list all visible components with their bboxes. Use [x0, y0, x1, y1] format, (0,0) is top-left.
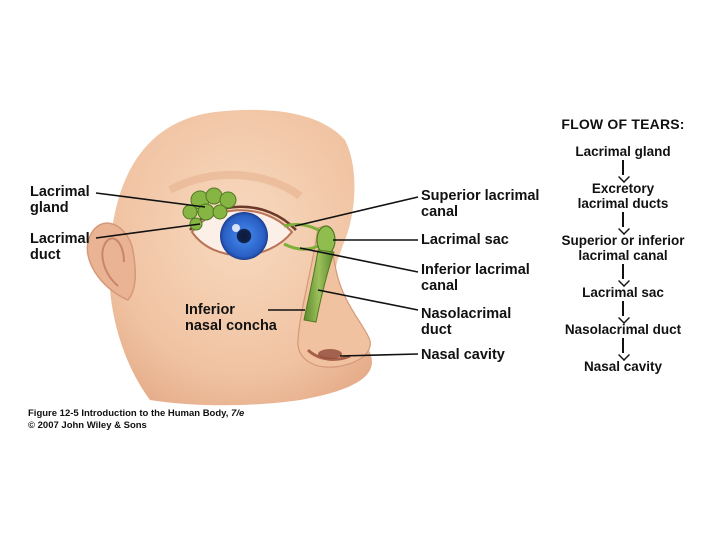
label-lacrimal-gland: Lacrimal gland — [30, 184, 90, 216]
down-arrow-icon — [616, 159, 630, 181]
label-lacrimal-sac: Lacrimal sac — [421, 232, 509, 248]
label-lacrimal-duct: Lacrimal duct — [30, 231, 90, 263]
down-arrow-icon — [616, 300, 630, 322]
flow-step-2: Excretory lacrimal ducts — [577, 181, 669, 211]
caption-copyright: © 2007 John Wiley & Sons — [28, 420, 147, 431]
flow-title: FLOW OF TEARS: — [561, 116, 685, 132]
figure-caption: Figure 12-5 Introduction to the Human Bo… — [28, 408, 244, 432]
ear — [86, 222, 136, 301]
lacrimal-gland-shape — [182, 187, 237, 231]
flow-step-4: Lacrimal sac — [582, 285, 664, 300]
label-inferior-nasal-concha: Inferior nasal concha — [185, 302, 277, 334]
flow-step-5: Nasolacrimal duct — [564, 322, 682, 337]
flow-step-3: Superior or inferior lacrimal canal — [561, 233, 685, 263]
label-inferior-lacrimal-canal: Inferior lacrimal canal — [421, 262, 530, 294]
label-nasolacrimal-duct: Nasolacrimal duct — [421, 306, 512, 338]
iris — [220, 212, 268, 260]
flow-step-6: Nasal cavity — [583, 359, 663, 374]
caption-figure: Figure 12-5 Introduction to the Human Bo… — [28, 408, 245, 419]
label-nasal-cavity: Nasal cavity — [421, 347, 505, 363]
down-arrow-icon — [616, 263, 630, 285]
label-superior-lacrimal-canal: Superior lacrimal canal — [421, 188, 540, 220]
flow-step-1: Lacrimal gland — [575, 144, 671, 159]
nasolacrimal-duct-shape — [303, 249, 335, 323]
leader-lines — [95, 192, 419, 357]
down-arrow-icon — [616, 337, 630, 359]
flow-of-tears-panel: FLOW OF TEARS: Lacrimal gland Excretory … — [548, 116, 698, 374]
down-arrow-icon — [616, 211, 630, 233]
